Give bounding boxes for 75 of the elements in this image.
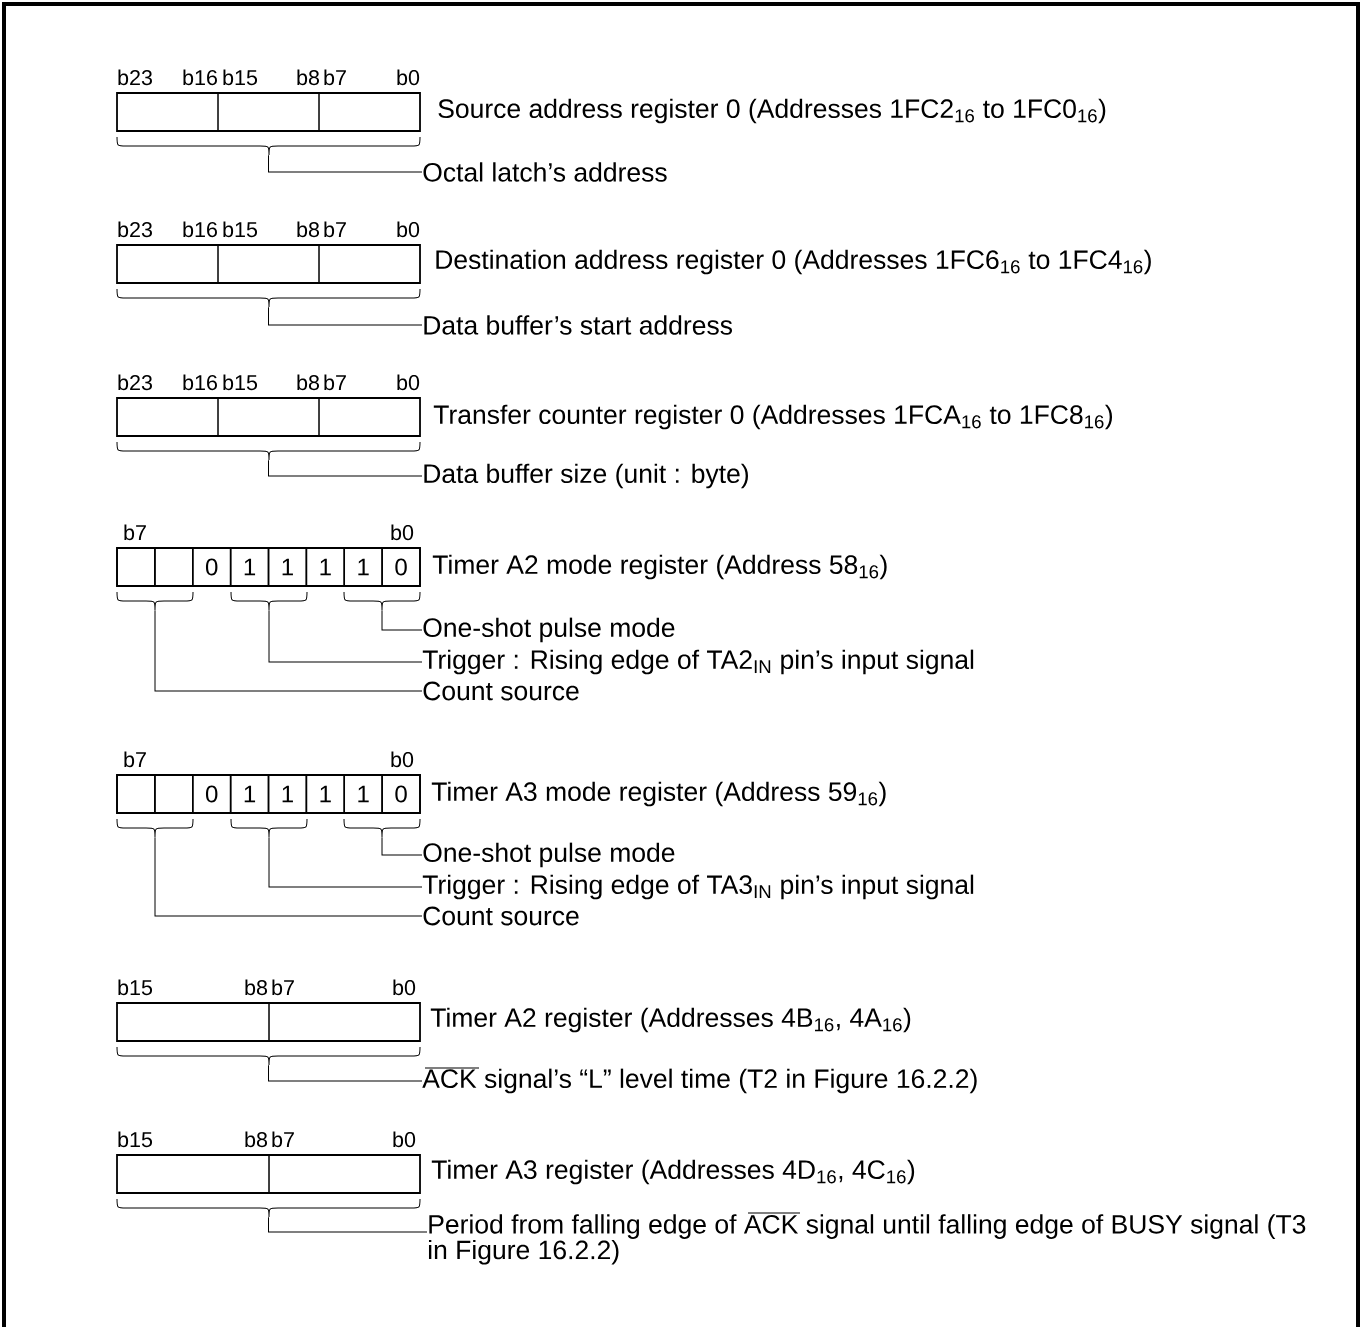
- bit-number: b7: [272, 1131, 294, 1148]
- register-name: Timer A3 mode register (Address 59$_{16}$): [431, 781, 886, 807]
- brace: [230, 818, 308, 838]
- bit-number: b15: [223, 69, 258, 86]
- leader-line: [268, 154, 423, 173]
- field-description: Data buffer’s start address: [424, 315, 732, 335]
- bit-number: b8: [297, 374, 320, 391]
- register-name: Timer A2 register (Addresses 4B$_{16}$, 4A$_{16}$): [430, 1007, 911, 1033]
- bit-number: b0: [391, 751, 414, 768]
- bit-number: b23: [118, 69, 152, 86]
- field-description: Trigger : Rising edge of TA2$_{IN}$ pin’s input signal: [422, 649, 974, 675]
- bit-number: b23: [118, 374, 152, 391]
- register-name: Timer A2 mode register (Address 58$_{16}$): [432, 554, 887, 580]
- leader-line: [268, 306, 423, 326]
- bit-number: b8: [297, 221, 320, 238]
- register-box: [116, 397, 421, 437]
- bit-number: b23: [118, 221, 152, 238]
- register-name: Source address register 0 (Addresses 1FC2$_{16}$ to 1FC0$_{16}$): [438, 98, 1106, 124]
- bit-number: b7: [324, 374, 346, 391]
- bit-number: b0: [397, 374, 420, 391]
- bit-number: b15: [223, 374, 258, 391]
- leader-line: [268, 1064, 423, 1082]
- bit-number: b15: [118, 1131, 153, 1148]
- field-description: Trigger : Rising edge of TA3$_{IN}$ pin’s input signal: [422, 874, 974, 900]
- register-name: Timer A3 register (Addresses 4D$_{16}$, 4C$_{16}$): [431, 1159, 915, 1185]
- register-box: [116, 92, 421, 132]
- bit-number: b7: [324, 69, 346, 86]
- leader-line: [268, 1216, 428, 1233]
- bit-number: b0: [393, 1131, 416, 1148]
- bit-number: b8: [297, 69, 320, 86]
- brace: [230, 591, 308, 611]
- bit-number: b16: [183, 221, 217, 238]
- register-box: [116, 1002, 421, 1042]
- leader-line: [268, 609, 423, 663]
- leader-line: [154, 609, 423, 692]
- field-description: Period from falling edge of ACK signal until falling edge of BUSY signal (T3 in Figure 16.2.2): [429, 1212, 1306, 1265]
- bit-number: b0: [397, 69, 420, 86]
- brace: [343, 591, 421, 611]
- brace: [116, 591, 194, 611]
- brace: [116, 136, 421, 156]
- bit-number: b7: [124, 524, 146, 541]
- bit-number: b7: [124, 751, 146, 768]
- leader-line: [381, 836, 423, 856]
- brace: [116, 441, 421, 461]
- brace: [116, 818, 194, 838]
- register-box: [116, 1154, 421, 1194]
- register-name: Destination address register 0 (Addresses 1FC6$_{16}$ to 1FC4$_{16}$): [436, 249, 1151, 275]
- bit-number: b8: [245, 1131, 268, 1148]
- leader-line: [381, 609, 423, 631]
- bit-number: b15: [223, 221, 258, 238]
- bit-number: b0: [393, 979, 416, 996]
- brace: [343, 818, 421, 838]
- brace: [116, 288, 421, 308]
- field-description: One-shot pulse mode: [423, 617, 675, 643]
- field-description: Data buffer size (unit : byte): [424, 463, 748, 489]
- register-name: Transfer counter register 0 (Addresses 1FCA$_{16}$ to 1FC8$_{16}$): [433, 404, 1113, 430]
- bit-number: b7: [272, 979, 294, 996]
- field-description: Count source: [423, 906, 579, 926]
- field-description: Octal latch’s address: [423, 162, 667, 182]
- brace: [116, 1046, 421, 1066]
- bit-number: b16: [183, 69, 217, 86]
- leader-line: [154, 836, 423, 917]
- register-box: [116, 244, 421, 284]
- bit-number: b0: [397, 221, 420, 238]
- field-description: ACK signal’s “L” level time (T2 in Figure 16.2.2): [422, 1067, 977, 1094]
- leader-line: [268, 836, 423, 888]
- field-description: One-shot pulse mode: [423, 842, 675, 868]
- bit-number: b16: [183, 374, 217, 391]
- bit-number: b7: [324, 221, 346, 238]
- field-description: Count source: [423, 681, 579, 701]
- bit-number: b8: [245, 979, 268, 996]
- brace: [116, 1198, 421, 1218]
- leader-line: [268, 459, 423, 477]
- bit-number: b15: [118, 979, 153, 996]
- bit-number: b0: [391, 524, 414, 541]
